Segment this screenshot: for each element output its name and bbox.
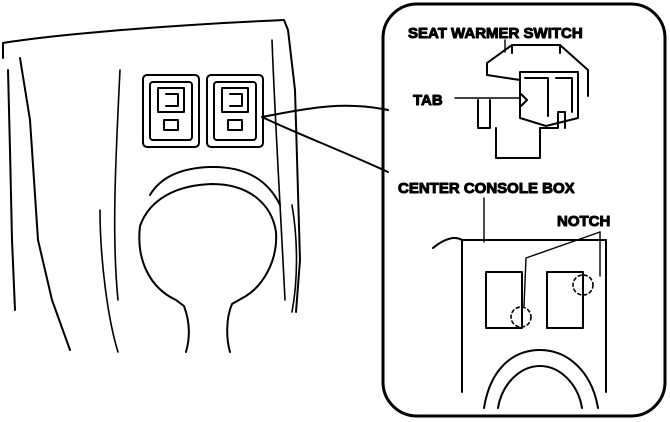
notch-label: NOTCH <box>557 213 610 230</box>
console-ridge-lines <box>113 39 286 301</box>
detail-callout-frame <box>381 2 667 418</box>
right-seat-warmer-switch <box>206 74 264 148</box>
left-seat-warmer-switch <box>142 74 200 148</box>
left-notch-marker <box>510 306 532 328</box>
console-outline <box>2 19 301 351</box>
right-switch-opening <box>546 271 584 329</box>
seat-warmer-switch-label: SEAT WARMER SWITCH <box>408 25 583 42</box>
left-switch-opening <box>485 271 523 329</box>
switch-side-view <box>477 44 589 159</box>
center-console-box-label: CENTER CONSOLE BOX <box>398 180 575 197</box>
center-console-illustration <box>2 19 301 353</box>
right-notch-marker <box>572 274 594 296</box>
notch-label-leader-left <box>523 231 601 307</box>
console-lower-lines <box>99 204 298 353</box>
tab-label: TAB <box>413 92 443 109</box>
console-box-detail <box>432 237 607 409</box>
cup-holder-outline <box>138 165 281 353</box>
callout-leader <box>261 104 389 173</box>
